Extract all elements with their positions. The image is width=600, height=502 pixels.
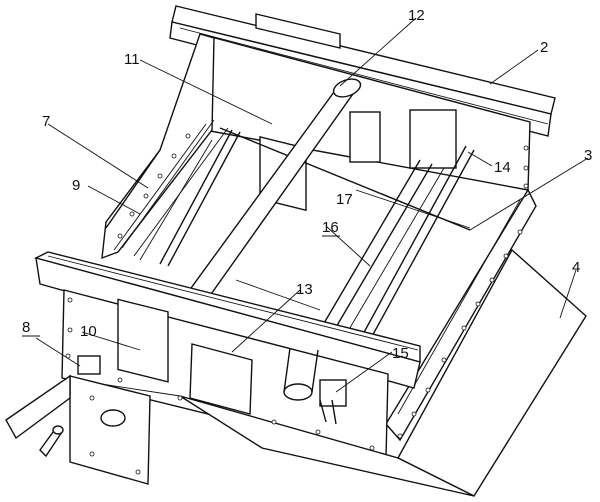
right-side-wall (385, 188, 537, 442)
callout-17: 17 (336, 191, 353, 208)
floor-rails (139, 127, 475, 341)
callout-2: 2 (540, 39, 548, 56)
front-wall (61, 289, 389, 459)
callout-9: 9 (72, 177, 80, 194)
callout-11: 11 (124, 51, 140, 68)
callout-10: 10 (80, 323, 97, 340)
callout-4: 4 (572, 259, 580, 276)
callout-3: 3 (584, 147, 592, 164)
front-top-rail (34, 251, 421, 389)
callout-labels: 12 2 11 7 9 3 14 17 16 4 13 8 10 15 (22, 7, 592, 362)
leader-lines (35, 17, 589, 393)
callout-15: 15 (392, 345, 409, 362)
callout-12: 12 (408, 7, 425, 24)
callout-14: 14 (494, 159, 511, 176)
rivets (65, 133, 529, 475)
bracket-plate (5, 355, 151, 485)
callout-8: 8 (22, 319, 30, 336)
hopper (61, 248, 587, 497)
callout-16: 16 (322, 219, 339, 236)
left-side-wall (101, 33, 229, 260)
callout-7: 7 (42, 113, 50, 130)
callout-13: 13 (296, 281, 313, 298)
